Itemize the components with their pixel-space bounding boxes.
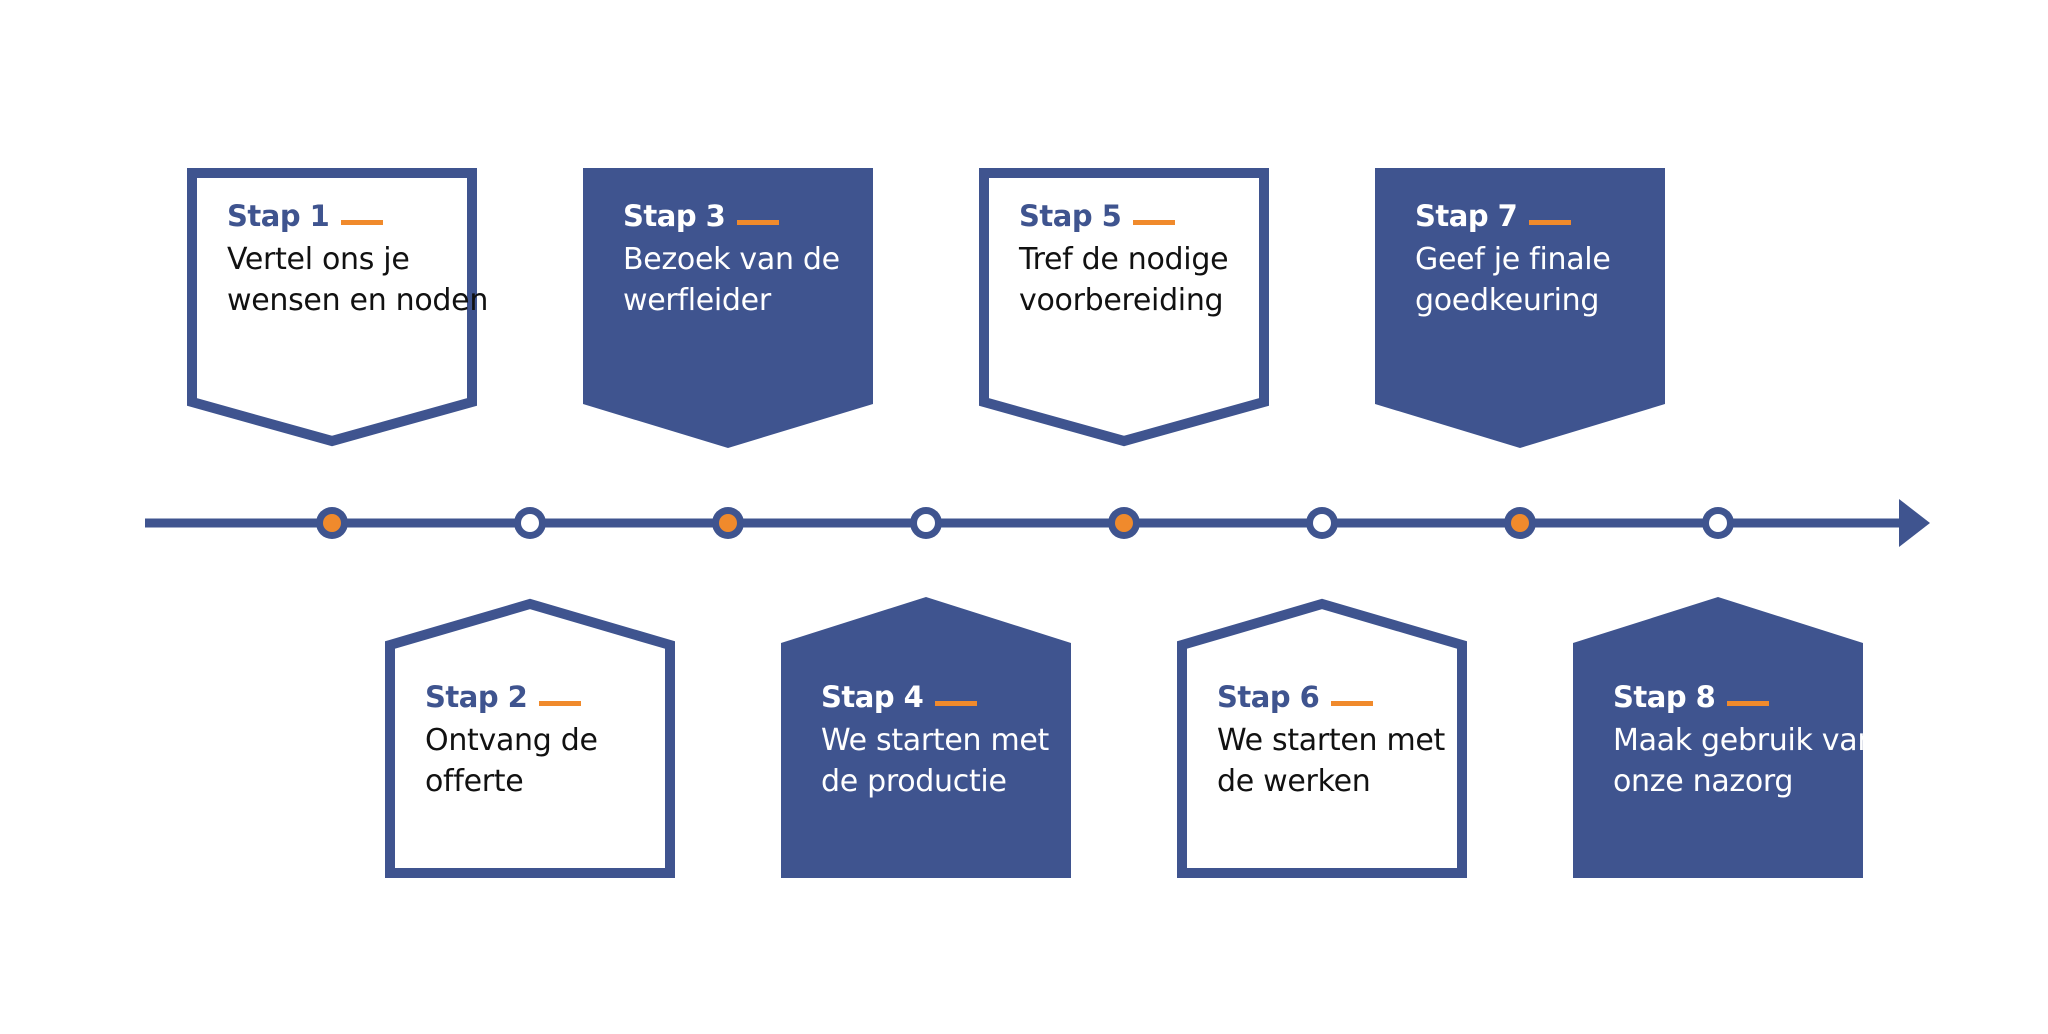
step-title-label: Stap 1 [227, 199, 330, 233]
step-title-label: Stap 3 [623, 199, 726, 233]
step-8-card [1573, 597, 1863, 878]
accent-dash [341, 219, 384, 225]
step-description: Maak gebruik van onze nazorg [1613, 723, 1877, 799]
timeline-dot-5-center [1115, 514, 1133, 532]
step-title-label: Stap 8 [1613, 680, 1716, 714]
step-5-card [979, 168, 1269, 447]
timeline-dot-2-center [521, 514, 539, 532]
accent-dash [935, 700, 978, 706]
step-title: Stap 3 [623, 198, 893, 234]
timeline-dot-1-center [323, 514, 341, 532]
step-title-label: Stap 2 [425, 680, 528, 714]
step-description: Vertel ons je wensen en noden [227, 242, 489, 318]
step-3-text: Stap 3 Bezoek van de werfleider [623, 198, 893, 321]
accent-dash [1133, 219, 1176, 225]
accent-dash [737, 219, 780, 225]
step-title-label: Stap 6 [1217, 680, 1320, 714]
step-6-text: Stap 6 We starten met de werken [1217, 679, 1487, 802]
step-8-text: Stap 8 Maak gebruik van onze nazorg [1613, 679, 1883, 802]
step-description: We starten met de werken [1217, 723, 1446, 799]
timeline-dot-8-center [1709, 514, 1727, 532]
accent-dash [1529, 219, 1572, 225]
step-description: Ontvang de offerte [425, 723, 598, 799]
step-title: Stap 2 [425, 679, 695, 715]
step-7-text: Stap 7 Geef je finale goedkeuring [1415, 198, 1685, 321]
accent-dash [1331, 700, 1374, 706]
step-6-card [1177, 598, 1467, 878]
step-5-text: Stap 5 Tref de nodige voorbereiding [1019, 198, 1289, 321]
timeline-dot-3-center [719, 514, 737, 532]
step-description: Bezoek van de werfleider [623, 242, 840, 318]
step-description: Geef je finale goedkeuring [1415, 242, 1611, 318]
arrow-head-icon [1899, 499, 1930, 547]
timeline-dot-7-center [1511, 514, 1529, 532]
step-title-label: Stap 7 [1415, 199, 1518, 233]
accent-dash [539, 700, 582, 706]
step-description: We starten met de productie [821, 723, 1050, 799]
step-3-card [583, 168, 873, 448]
step-title-label: Stap 4 [821, 680, 924, 714]
step-title: Stap 4 [821, 679, 1091, 715]
step-title: Stap 6 [1217, 679, 1487, 715]
timeline-dot-4-center [917, 514, 935, 532]
step-2-card [385, 598, 675, 878]
step-title: Stap 1 [227, 198, 497, 234]
step-1-card [187, 168, 477, 447]
timeline-dot-6-center [1313, 514, 1331, 532]
step-title: Stap 7 [1415, 198, 1685, 234]
step-2-text: Stap 2 Ontvang de offerte [425, 679, 695, 802]
step-7-card [1375, 168, 1665, 448]
accent-dash [1727, 700, 1770, 706]
step-description: Tref de nodige voorbereiding [1019, 242, 1229, 318]
step-title: Stap 5 [1019, 198, 1289, 234]
step-title: Stap 8 [1613, 679, 1883, 715]
step-title-label: Stap 5 [1019, 199, 1122, 233]
step-4-text: Stap 4 We starten met de productie [821, 679, 1091, 802]
step-4-card [781, 597, 1071, 878]
step-1-text: Stap 1 Vertel ons je wensen en noden [227, 198, 497, 321]
